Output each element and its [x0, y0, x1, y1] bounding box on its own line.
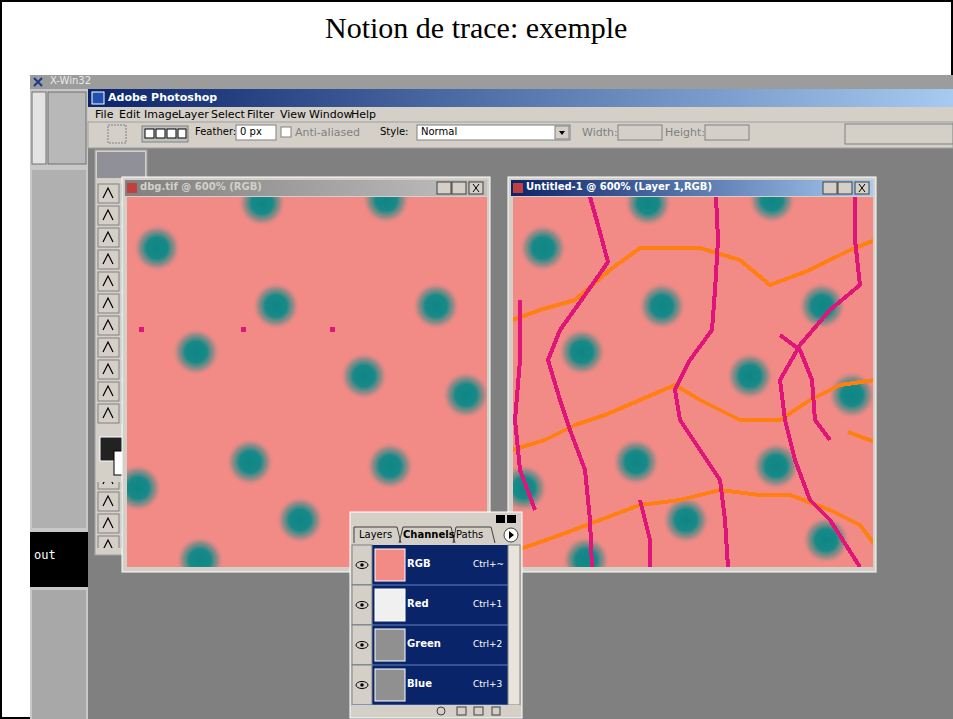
menu-item: File	[95, 108, 113, 121]
node-text: Ctrl+1	[473, 599, 502, 610]
option-label: Feather:	[195, 126, 236, 138]
node-text: Green	[407, 638, 441, 650]
node-text: Ctrl+~	[473, 559, 504, 570]
node-text: Blue	[407, 678, 432, 690]
xwin-window: X-Win32Adobe Photoshop dbg.tif @ 600% (RG…	[30, 75, 953, 719]
menu-item: Help	[351, 108, 376, 121]
node-text: RGB	[407, 558, 431, 570]
channel-row: Green Ctrl+2	[373, 625, 508, 665]
menu-item: Select	[211, 108, 245, 121]
node-text: Untitled-1 @ 600% (Layer 1,RGB)	[526, 181, 712, 193]
node-text: dbg.tif @ 600% (RGB)	[140, 181, 262, 193]
channel-row: Red Ctrl+1	[373, 585, 508, 625]
document-window: Untitled-1 @ 600% (Layer 1,RGB)	[508, 177, 876, 572]
node-text: Layers	[359, 529, 392, 541]
channel-row: RGB Ctrl+~	[373, 545, 509, 585]
option-label: Style:	[380, 126, 409, 138]
node-text: Paths	[456, 529, 483, 541]
node-text: Ctrl+2	[473, 639, 502, 650]
node-text: Adobe Photoshop	[108, 91, 217, 104]
option-label: Height:	[665, 126, 705, 139]
menu-item: Layer	[178, 108, 209, 121]
menu-item: Window	[309, 108, 352, 121]
option-label: Width:	[582, 126, 618, 139]
slide-title: Notion de trace: exemple	[325, 10, 627, 46]
node-text: X-Win32	[50, 75, 91, 87]
menu-item: Filter	[247, 108, 274, 121]
option-value: 0 px	[240, 126, 262, 138]
option-value: Normal	[421, 126, 457, 138]
channels-palette: Layers ChannelsPathsRGB Ctrl+~ Red Ctrl+1Gre…	[350, 512, 522, 718]
photoshop-window: Adobe Photoshop dbg.tif @ 600% (RGB) Untit…	[88, 89, 953, 719]
option-label: Anti-aliased	[295, 126, 360, 139]
terminal-text: out	[34, 548, 56, 562]
node-text: Red	[407, 598, 429, 610]
node-text: Ctrl+3	[473, 679, 502, 690]
menu-item: Image	[144, 108, 178, 121]
channel-row: Blue Ctrl+3	[373, 665, 508, 705]
menu-item: View	[280, 108, 306, 121]
document-window: dbg.tif @ 600% (RGB)	[122, 177, 490, 572]
node-text: Channels	[403, 529, 455, 541]
menu-item: Edit	[119, 108, 140, 121]
